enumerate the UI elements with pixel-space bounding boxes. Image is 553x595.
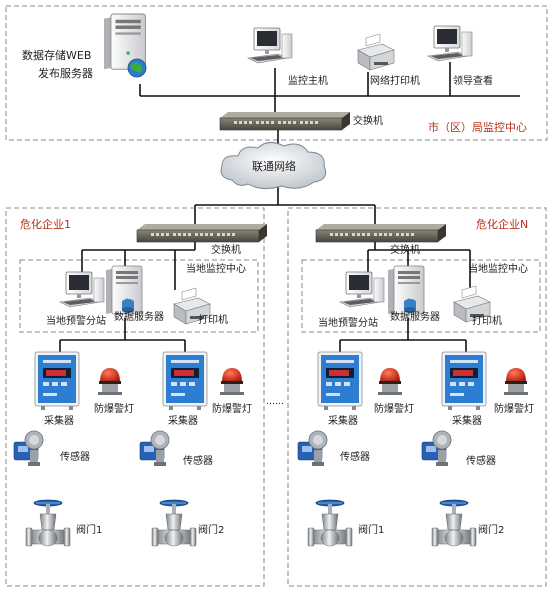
- enterprise-1-switch-icon: [136, 223, 268, 243]
- local-center-1-frame: [19, 259, 259, 333]
- enterprise-1-collector-b-icon: [162, 351, 208, 411]
- enterprise-1-lamp-a-icon: [98, 368, 122, 395]
- network-printer-label: 网络打印机: [370, 76, 420, 87]
- local-center-n-frame: [301, 259, 541, 333]
- enterprise-1-printer-label: 打印机: [198, 315, 228, 326]
- city-center-frame: [5, 5, 548, 141]
- enterprise-n-collector-b-icon: [441, 351, 487, 411]
- enterprise-n-switch-label: 交换机: [390, 245, 420, 256]
- enterprise-n-warning-station-label: 当地预警分站: [318, 318, 378, 329]
- monitor-host-label: 监控主机: [288, 76, 328, 87]
- enterprise-n-valve-b-label: 阀门2: [478, 525, 505, 536]
- enterprise-1-station-pc-icon: [59, 271, 105, 308]
- leader-view-label: 领导查看: [453, 76, 493, 87]
- enterprise-1-lamp-b-label: 防爆警灯: [212, 404, 252, 415]
- ellipsis: ……: [266, 397, 284, 407]
- web-server-icon: [103, 13, 147, 78]
- monitor-host-icon: [247, 27, 293, 64]
- enterprise-1-sensor-b-label: 传感器: [183, 456, 213, 467]
- enterprise-1-data-server-label: 数据服务器: [114, 312, 164, 323]
- enterprise-n-switch-icon: [315, 223, 447, 243]
- enterprise-n-lamp-b-label: 防爆警灯: [494, 404, 534, 415]
- enterprise-n-valve-a-icon: [307, 499, 353, 547]
- enterprise-n-lamp-a-icon: [378, 368, 402, 395]
- enterprise-n-station-pc-icon: [339, 271, 385, 308]
- enterprise-n-sensor-a-label: 传感器: [340, 452, 370, 463]
- enterprise-1-frame: [5, 207, 265, 587]
- enterprise-1-collector-a-icon: [34, 351, 80, 411]
- enterprise-1-valve-a-icon: [25, 499, 71, 547]
- enterprise-n-sensor-b-icon: [421, 430, 452, 467]
- enterprise-n-frame: [287, 207, 547, 587]
- city-switch-icon: [219, 111, 351, 131]
- enterprise-1-collector-a-label: 采集器: [44, 416, 74, 427]
- enterprise-n-data-server-label: 数据服务器: [390, 312, 440, 323]
- enterprise-1-lines: [59, 242, 196, 352]
- enterprise-n-title: 危化企业N: [476, 218, 529, 231]
- enterprise-n-lines: [339, 242, 471, 352]
- enterprise-1-local-center-title: 当地监控中心: [186, 264, 246, 275]
- enterprise-1-sensor-b-icon: [139, 430, 170, 467]
- city-switch-label: 交换机: [353, 116, 383, 127]
- enterprise-1-title: 危化企业1: [20, 218, 71, 231]
- network-label: 联通网络: [252, 160, 296, 173]
- enterprise-n-collector-a-icon: [317, 351, 363, 411]
- city-center-title: 市（区）局监控中心: [428, 121, 527, 134]
- enterprise-n-collector-a-label: 采集器: [328, 416, 358, 427]
- enterprise-n-lamp-a-label: 防爆警灯: [374, 404, 414, 415]
- enterprise-n-printer-label: 打印机: [472, 316, 502, 327]
- web-server-label-2: 发布服务器: [38, 67, 93, 80]
- top-network-lines: [139, 62, 520, 112]
- enterprise-1-valve-b-icon: [151, 499, 197, 547]
- enterprise-1-collector-b-label: 采集器: [168, 416, 198, 427]
- enterprise-1-sensor-a-label: 传感器: [60, 452, 90, 463]
- enterprise-1-valve-b-label: 阀门2: [198, 525, 225, 536]
- enterprise-1-warning-station-label: 当地预警分站: [46, 316, 106, 327]
- enterprise-n-sensor-b-label: 传感器: [466, 456, 496, 467]
- enterprise-n-lamp-b-icon: [504, 368, 528, 395]
- enterprise-1-lamp-a-label: 防爆警灯: [94, 404, 134, 415]
- cloud-icon: [220, 142, 327, 190]
- enterprise-1-lamp-b-icon: [220, 368, 244, 395]
- enterprise-1-valve-a-label: 阀门1: [76, 525, 103, 536]
- enterprise-1-sensor-a-icon: [13, 430, 44, 467]
- leader-pc-icon: [427, 25, 473, 62]
- enterprise-1-switch-label: 交换机: [211, 245, 241, 256]
- enterprise-n-local-center-title: 当地监控中心: [468, 264, 528, 275]
- enterprise-n-sensor-a-icon: [297, 430, 328, 467]
- network-printer-icon: [357, 33, 395, 71]
- enterprise-n-collector-b-label: 采集器: [452, 416, 482, 427]
- enterprise-n-valve-a-label: 阀门1: [358, 525, 385, 536]
- web-server-label-1: 数据存储WEB: [22, 49, 92, 62]
- enterprise-n-valve-b-icon: [431, 499, 477, 547]
